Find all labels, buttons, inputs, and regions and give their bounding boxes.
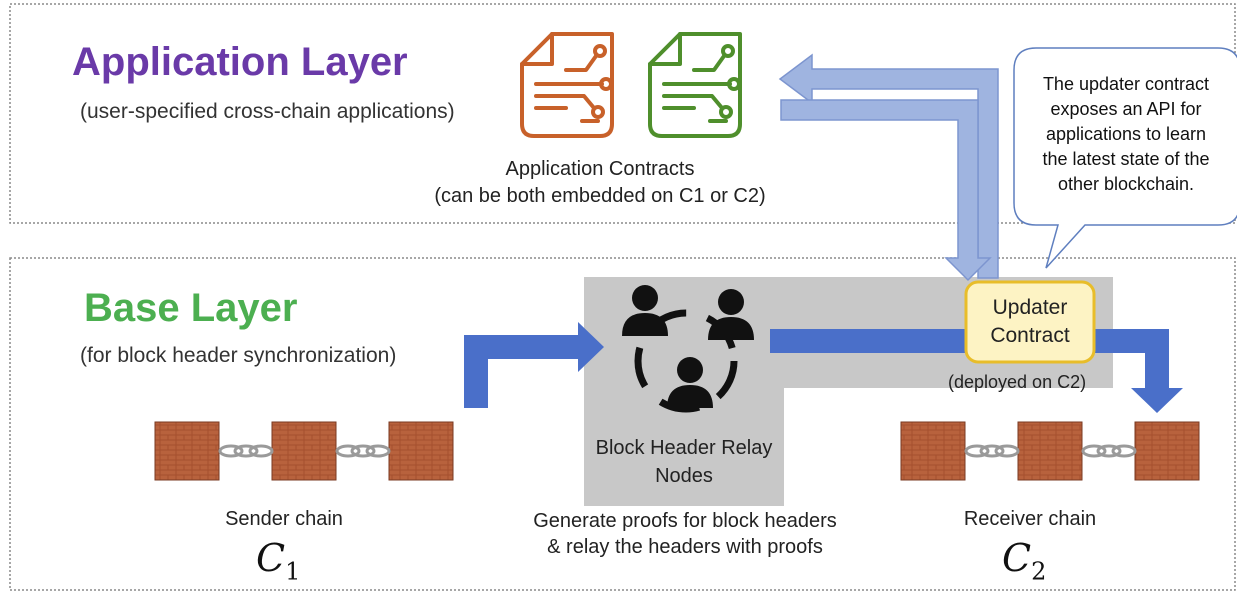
sender-chain-symbol: C1 bbox=[256, 536, 300, 586]
updater-deployed-note: (deployed on C2) bbox=[948, 372, 1087, 392]
application-contracts-label-line1: Application Contracts bbox=[505, 158, 695, 180]
application-contract-icon-green bbox=[648, 32, 742, 138]
callout-line-5: other blockchain. bbox=[1057, 174, 1195, 194]
callout-line-1: The updater contract bbox=[1042, 74, 1210, 94]
updater-contract-label: Updater Contract bbox=[966, 294, 1094, 350]
application-layer-title: Application Layer bbox=[72, 40, 408, 84]
relay-nodes-icon bbox=[622, 285, 754, 413]
callout-line-3: applications to learn bbox=[1045, 124, 1207, 144]
sender-block-1 bbox=[154, 421, 220, 481]
updater-contract-box bbox=[964, 280, 1096, 364]
receiver-block-1 bbox=[900, 421, 966, 481]
application-layer-frame bbox=[9, 3, 1236, 224]
sender-block-3 bbox=[388, 421, 454, 481]
sender-chain-link-2 bbox=[335, 444, 391, 458]
base-layer-frame bbox=[9, 257, 1236, 591]
sender-chain-blocks bbox=[154, 421, 454, 481]
relay-node-person-left bbox=[622, 285, 668, 336]
base-layer-title: Base Layer bbox=[84, 286, 298, 330]
receiver-block-3 bbox=[1134, 421, 1200, 481]
callout-line-4: the latest state of the bbox=[1042, 149, 1210, 169]
relay-node-person-bottom bbox=[667, 357, 713, 408]
receiver-chain-symbol: C2 bbox=[1002, 536, 1046, 586]
api-arrow-to-updater bbox=[780, 99, 992, 282]
sender-block-2 bbox=[271, 421, 337, 481]
receiver-chain-blocks bbox=[900, 421, 1200, 481]
sender-to-relay-arrow bbox=[464, 322, 604, 408]
relay-description-line2: & relay the headers with proofs bbox=[547, 536, 823, 558]
application-layer-subtitle: (user-specified cross-chain applications… bbox=[80, 100, 455, 123]
relay-to-updater-arrow bbox=[770, 329, 970, 353]
sender-chain-symbol-subscript: 1 bbox=[285, 557, 301, 586]
relay-nodes-label: Block Header Relay Nodes bbox=[584, 434, 784, 490]
receiver-chain-symbol-letter: C bbox=[1002, 536, 1032, 580]
receiver-block-2 bbox=[1017, 421, 1083, 481]
relay-node-person-right bbox=[708, 289, 754, 340]
callout-bubble bbox=[1013, 47, 1237, 269]
sender-chain-label: Sender chain bbox=[225, 508, 343, 530]
receiver-chain-label: Receiver chain bbox=[963, 508, 1097, 530]
relay-description: Generate proofs for block headers & rela… bbox=[480, 508, 890, 560]
receiver-chain-link-2 bbox=[1081, 444, 1137, 458]
sender-chain-symbol-letter: C bbox=[256, 536, 286, 580]
application-contracts-label-line2: (can be both embedded on C1 or C2) bbox=[434, 185, 766, 207]
relay-nodes-label-line1: Block Header Relay bbox=[595, 437, 773, 459]
base-layer-subtitle: (for block header synchronization) bbox=[80, 344, 397, 367]
callout-text: The updater contract exposes an API for … bbox=[1020, 72, 1232, 197]
updater-to-receiver-arrow bbox=[1094, 329, 1183, 413]
updater-contract-label-line2: Contract bbox=[990, 324, 1070, 347]
application-contract-icon-orange bbox=[520, 32, 614, 138]
updater-contract-label-line1: Updater bbox=[992, 296, 1068, 319]
receiver-chain-link-1 bbox=[964, 444, 1020, 458]
application-contracts-label: Application Contracts (can be both embed… bbox=[390, 158, 810, 208]
callout-line-2: exposes an API for bbox=[1050, 99, 1202, 119]
relay-description-line1: Generate proofs for block headers bbox=[533, 510, 837, 532]
receiver-chain-symbol-subscript: 2 bbox=[1031, 557, 1047, 586]
sender-chain-link-1 bbox=[218, 444, 274, 458]
relay-nodes-label-line2: Nodes bbox=[655, 465, 713, 487]
